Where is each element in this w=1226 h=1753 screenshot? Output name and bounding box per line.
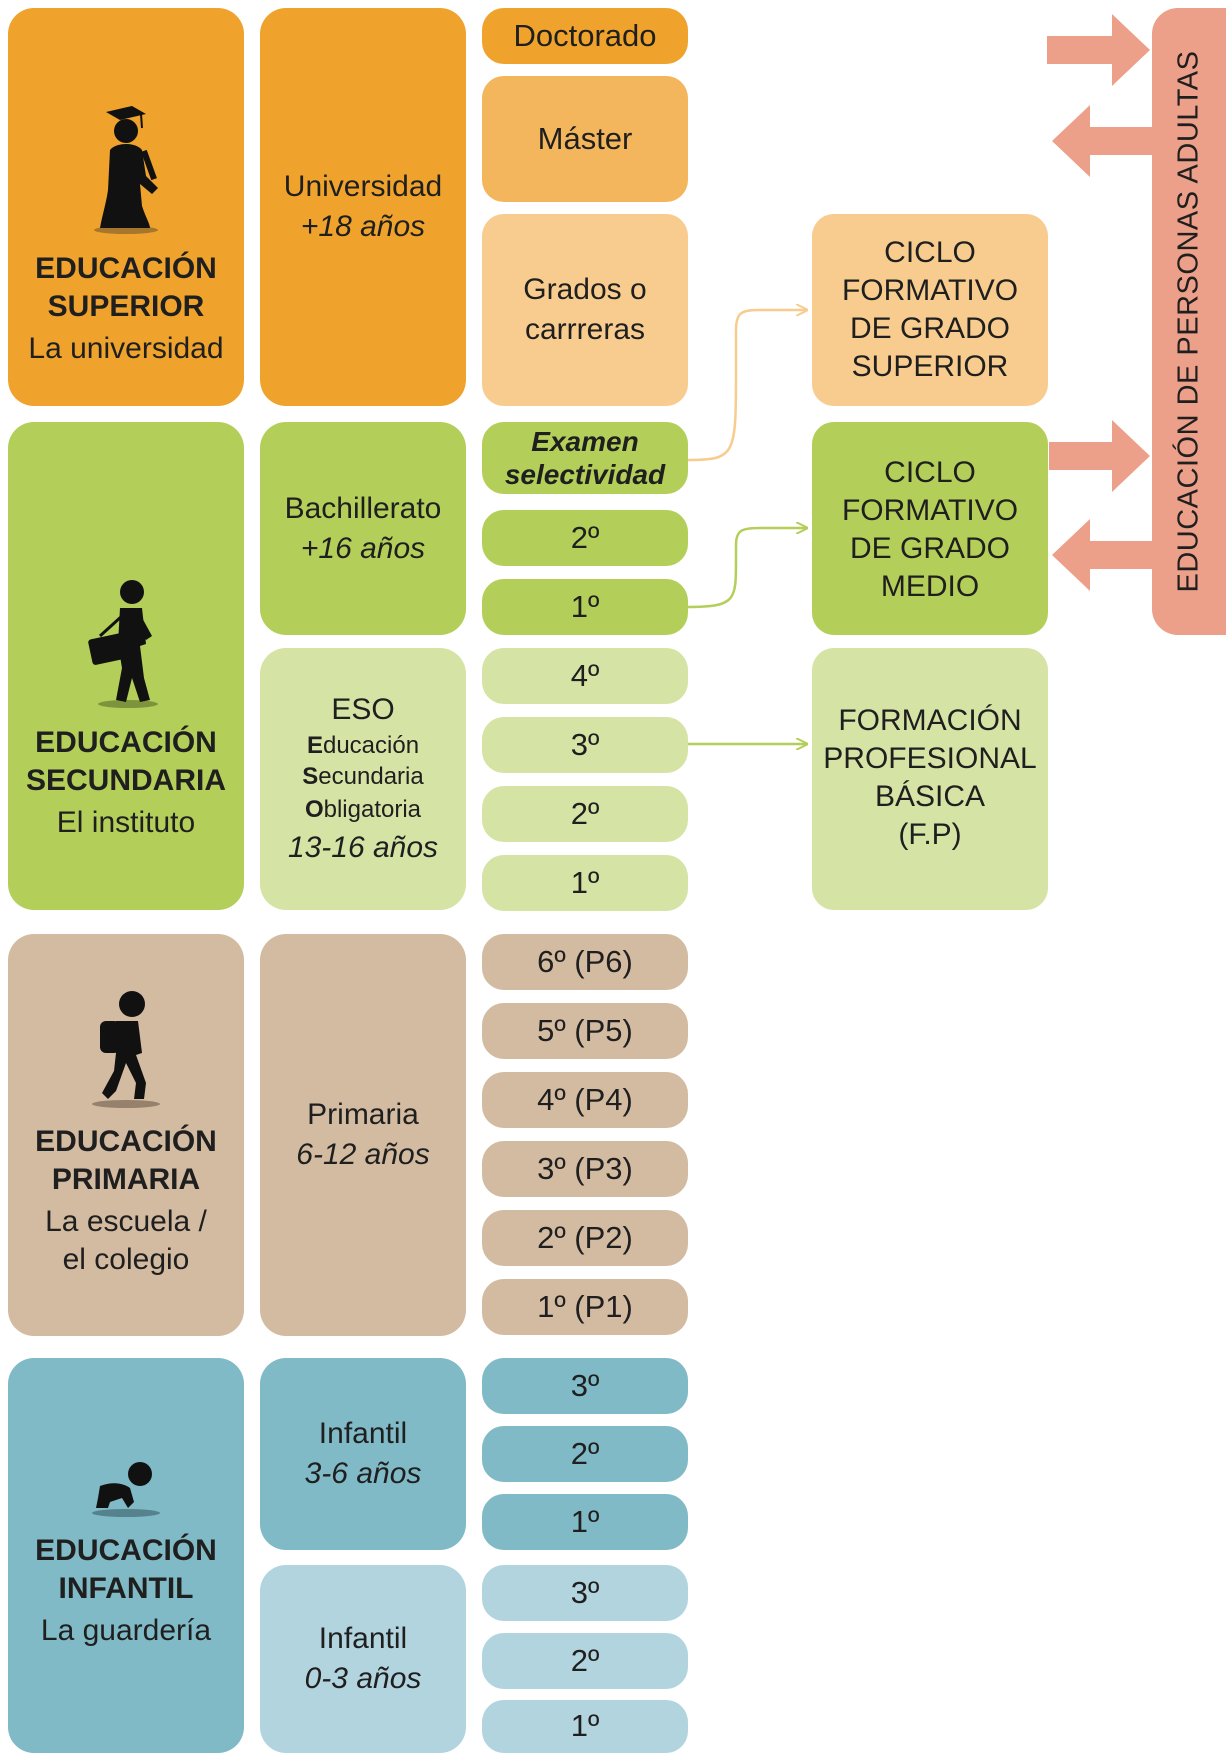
course-infantil-3-6-1: 1º <box>482 1494 688 1550</box>
course-primaria-6: 6º (P6) <box>482 934 688 990</box>
course-bach-1: 1º <box>482 579 688 635</box>
course-primaria-5: 5º (P5) <box>482 1003 688 1059</box>
eso-expansion-line-2: Secundaria <box>302 763 424 790</box>
stage-subtitle-line-1: La escuela / <box>45 1205 207 1238</box>
eso-expansion-line-3: Obligatoria <box>304 796 422 823</box>
course-master: Máster <box>482 76 688 202</box>
child-backpack-icon <box>92 991 160 1108</box>
course-infantil-0-3-3: 3º <box>482 1565 688 1621</box>
level-age: 13-16 años <box>287 831 439 864</box>
course-grados: Grados o carrreras <box>482 214 688 406</box>
course-eso-3: 3º <box>482 717 688 773</box>
level-name: Infantil <box>318 1622 408 1655</box>
vocational-grado-superior: CICLO FORMATIVO DE GRADO SUPERIOR <box>812 214 1048 406</box>
course-grados-line-1: Grados o <box>523 273 647 306</box>
course-infantil-0-3-1: 1º <box>482 1700 688 1753</box>
stage-secundaria: EDUCACIÓN SECUNDARIA El instituto <box>8 422 244 910</box>
arrow-right-mid <box>1049 420 1150 492</box>
stage-superior: EDUCACIÓN SUPERIOR La universidad <box>8 8 244 406</box>
vocational-line: BÁSICA <box>874 780 986 813</box>
stage-title-line-2: INFANTIL <box>58 1571 194 1605</box>
vocational-line: DE GRADO <box>849 312 1011 345</box>
course-primaria-4: 4º (P4) <box>482 1072 688 1128</box>
level-age: 0-3 años <box>304 1662 422 1695</box>
vocational-line: FORMATIVO <box>841 274 1019 307</box>
level-primaria: Primaria 6-12 años <box>260 934 466 1336</box>
course-eso-2: 2º <box>482 786 688 842</box>
stage-subtitle: La guardería <box>40 1613 212 1647</box>
vocational-line: FORMATIVO <box>841 494 1019 527</box>
examen-line-1: Examen <box>531 426 639 457</box>
stage-title-line-1: EDUCACIÓN <box>35 1533 217 1567</box>
adult-education-bar: EDUCACIÓN DE PERSONAS ADULTAS <box>1152 8 1226 635</box>
vocational-line: MEDIO <box>880 570 980 603</box>
course-eso-1: 1º <box>482 855 688 911</box>
course-eso-4: 4º <box>482 648 688 704</box>
vocational-line: (F.P) <box>898 818 962 851</box>
stage-subtitle-line-2: el colegio <box>62 1243 190 1276</box>
stage-title-line-1: EDUCACIÓN <box>35 726 217 759</box>
level-universidad: Universidad +18 años <box>260 8 466 406</box>
arrow-right-top <box>1047 14 1150 86</box>
level-infantil-3-6: Infantil 3-6 años <box>260 1358 466 1550</box>
stage-primaria: EDUCACIÓN PRIMARIA La escuela / el coleg… <box>8 934 244 1336</box>
connector-selectividad-to-grado-superior <box>687 310 806 462</box>
stage-title-line-2: SUPERIOR <box>47 290 205 323</box>
stage-title-line-2: PRIMARIA <box>51 1163 201 1196</box>
stage-subtitle: La universidad <box>28 332 224 365</box>
stage-title-line-1: EDUCACIÓN <box>35 252 217 285</box>
course-primaria-3: 3º (P3) <box>482 1141 688 1197</box>
arrow-left-top <box>1052 105 1153 177</box>
course-primaria-2: 2º (P2) <box>482 1210 688 1266</box>
level-name: Infantil <box>318 1417 408 1450</box>
level-age: 6-12 años <box>296 1138 430 1171</box>
level-age: 3-6 años <box>304 1457 422 1490</box>
student-briefcase-icon <box>88 580 158 708</box>
level-age: +18 años <box>300 210 426 243</box>
arrow-left-mid <box>1052 519 1153 591</box>
adult-education-label: EDUCACIÓN DE PERSONAS ADULTAS <box>1172 50 1205 593</box>
course-infantil-0-3-2: 2º <box>482 1633 688 1689</box>
course-doctorado: Doctorado <box>482 8 688 64</box>
eso-expansion-line-1: Educación <box>306 732 420 759</box>
vocational-line: SUPERIOR <box>851 350 1009 383</box>
vocational-line: CICLO <box>884 456 976 489</box>
level-infantil-0-3: Infantil 0-3 años <box>260 1565 466 1753</box>
course-bach-2: 2º <box>482 510 688 566</box>
examen-line-2: selectividad <box>504 459 666 490</box>
vocational-line: DE GRADO <box>849 532 1011 565</box>
vocational-fp-basica: FORMACIÓN PROFESIONAL BÁSICA (F.P) <box>812 648 1048 910</box>
course-infantil-3-6-2: 2º <box>482 1426 688 1482</box>
stage-title-line-2: SECUNDARIA <box>25 764 226 797</box>
level-name: Primaria <box>307 1098 419 1131</box>
vocational-line: CICLO <box>884 236 976 269</box>
stage-infantil: EDUCACIÓN INFANTIL La guardería <box>8 1358 244 1753</box>
course-examen-selectividad: Examen selectividad <box>482 422 688 494</box>
stage-title-line-1: EDUCACIÓN <box>35 1125 217 1158</box>
level-name: Bachillerato <box>284 491 442 525</box>
connector-bach-to-grado-medio <box>687 528 806 609</box>
vocational-grado-medio: CICLO FORMATIVO DE GRADO MEDIO <box>812 422 1048 635</box>
vocational-line: FORMACIÓN <box>838 704 1022 737</box>
level-name: Universidad <box>283 170 443 203</box>
course-primaria-1: 1º (P1) <box>482 1279 688 1335</box>
level-name: ESO <box>331 693 395 726</box>
course-grados-line-2: carrreras <box>524 313 645 346</box>
level-age: +16 años <box>300 531 426 565</box>
course-infantil-3-6-3: 3º <box>482 1358 688 1414</box>
vocational-line: PROFESIONAL <box>823 742 1037 775</box>
graduate-icon <box>94 106 158 234</box>
stage-subtitle: El instituto <box>56 806 196 839</box>
crawling-baby-icon <box>92 1461 160 1517</box>
level-bachillerato: Bachillerato +16 años <box>260 422 466 635</box>
level-eso: ESO Educación Secundaria Obligatoria 13-… <box>260 648 466 910</box>
